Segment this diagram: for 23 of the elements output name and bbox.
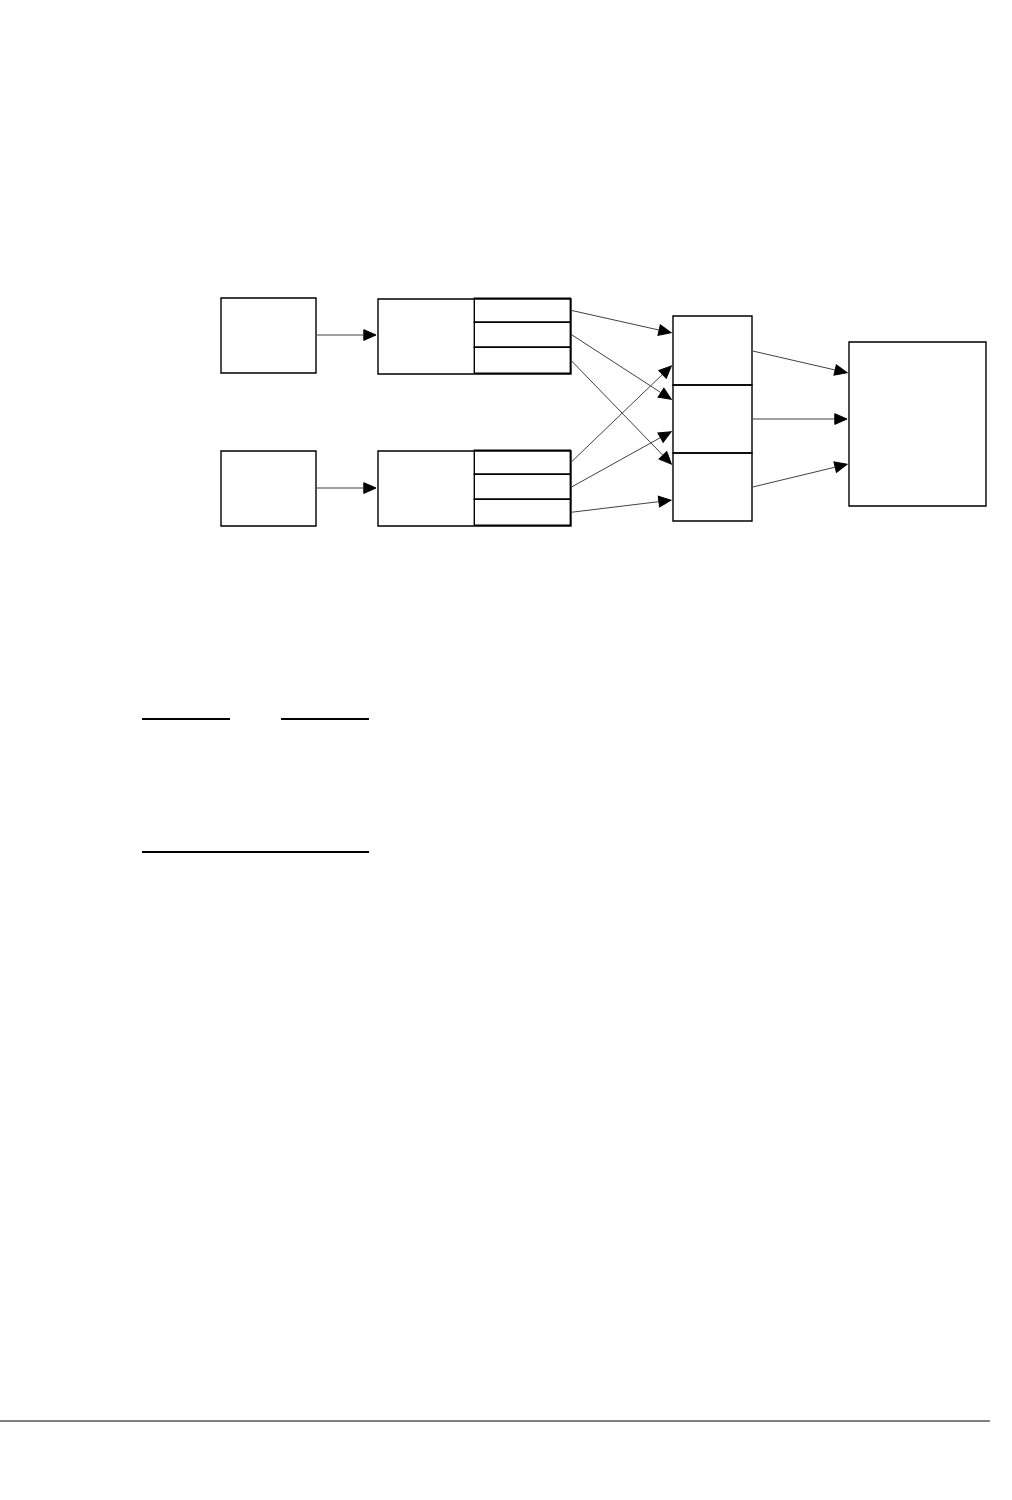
arrow (316, 329, 377, 341)
process-box (672, 384, 753, 454)
process-box (220, 297, 317, 374)
process-box (848, 341, 987, 507)
process-box (377, 298, 572, 375)
process-box (672, 452, 753, 522)
process-box (220, 450, 317, 527)
arrow (570, 333, 672, 400)
arrow (570, 431, 672, 488)
process-box (473, 346, 571, 374)
arrow (752, 350, 848, 376)
process-box (473, 321, 571, 348)
process-box (473, 473, 571, 500)
process-box (473, 297, 571, 323)
arrow (570, 309, 672, 336)
process-box (473, 449, 571, 475)
arrow (752, 413, 848, 425)
arrow (316, 482, 377, 494)
process-box (377, 450, 572, 527)
arrow (570, 495, 672, 513)
process-box (672, 315, 753, 386)
process-box (473, 498, 571, 527)
arrow (752, 461, 848, 488)
